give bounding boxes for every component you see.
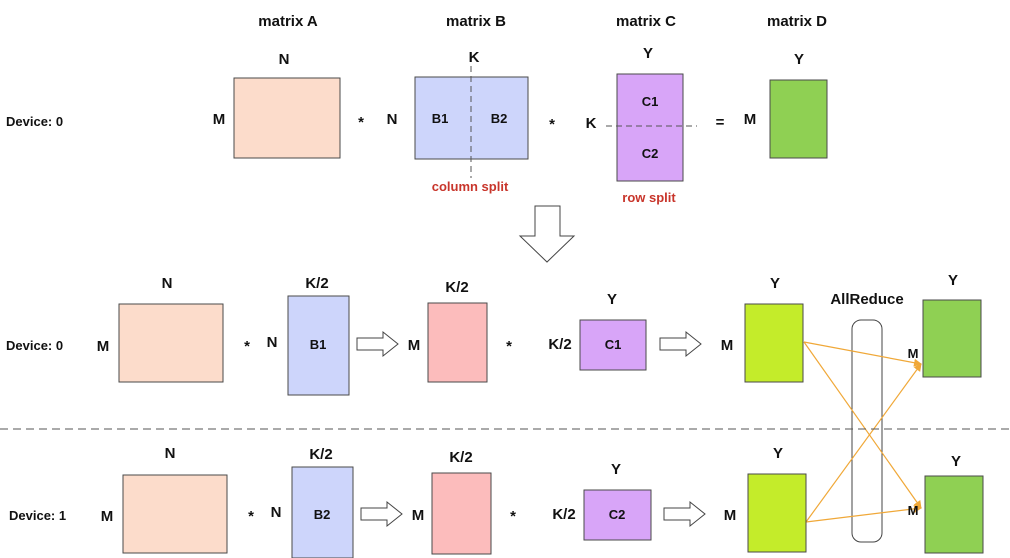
device-1-label: Device: 1 (9, 508, 66, 523)
d0-label-n-a: N (162, 275, 173, 292)
label-b1-top: B1 (432, 111, 449, 126)
d1-label-y-partial: Y (773, 445, 783, 462)
d0-right-arrow-1-icon (356, 330, 399, 358)
d1-label-n-b: N (271, 504, 282, 521)
label-m-d: M (744, 111, 757, 128)
d0-label-y-partial: Y (770, 275, 780, 292)
d0-label-m-out: M (908, 346, 919, 361)
matrix-d (769, 79, 828, 159)
allreduce-line-d0-to-d0 (803, 341, 922, 367)
d1-label-y-out: Y (951, 453, 961, 470)
d0-matrix-b1 (287, 295, 350, 396)
device-0-label-top: Device: 0 (6, 114, 63, 129)
d1-label-k2-b: K/2 (309, 446, 332, 463)
label-y-c: Y (643, 45, 653, 62)
d1-label-b2: B2 (314, 507, 331, 522)
d0-label-y-c: Y (607, 291, 617, 308)
d1-partial-ab (431, 472, 492, 555)
d0-partial-result (744, 303, 804, 383)
d1-output-d (924, 475, 984, 554)
row-split-label: row split (622, 190, 676, 205)
label-c1-top: C1 (642, 94, 659, 109)
d1-matrix-b2 (291, 466, 354, 558)
d1-label-m-a: M (101, 508, 114, 525)
allreduce-line-d1-to-d1 (805, 504, 922, 523)
d1-matrix-c2 (583, 489, 652, 541)
d1-right-arrow-2-icon (663, 500, 706, 528)
label-y-d: Y (794, 51, 804, 68)
label-m-a: M (213, 111, 226, 128)
column-split-label: column split (432, 179, 509, 194)
d1-right-arrow-1-icon (360, 500, 403, 528)
d1-multiply-2: * (510, 508, 516, 525)
d0-label-y-out: Y (948, 272, 958, 289)
title-matrix-b: matrix B (446, 13, 506, 30)
label-n-b: N (387, 111, 398, 128)
d0-label-k2-ab: K/2 (445, 279, 468, 296)
down-arrow-icon (518, 205, 576, 263)
title-matrix-d: matrix D (767, 13, 827, 30)
d0-label-c1: C1 (605, 337, 622, 352)
label-n-a: N (279, 51, 290, 68)
title-matrix-c: matrix C (616, 13, 676, 30)
title-matrix-a: matrix A (258, 13, 318, 30)
label-k-c: K (586, 115, 597, 132)
d0-multiply-1: * (244, 338, 250, 355)
d1-label-c2: C2 (609, 507, 626, 522)
matrix-c (616, 73, 684, 182)
d0-label-m-partial: M (721, 337, 734, 354)
d0-label-n-b: N (267, 334, 278, 351)
device-0-label: Device: 0 (6, 338, 63, 353)
label-b2-top: B2 (491, 111, 508, 126)
d0-multiply-2: * (506, 338, 512, 355)
d1-label-y-c: Y (611, 461, 621, 478)
label-c2-top: C2 (642, 146, 659, 161)
d1-partial-result (747, 473, 807, 553)
d0-label-k2-b: K/2 (305, 275, 328, 292)
d0-label-m-a: M (97, 338, 110, 355)
allreduce-label: AllReduce (830, 291, 903, 308)
d0-label-m-ab: M (408, 337, 421, 354)
d1-label-n-a: N (165, 445, 176, 462)
d0-right-arrow-2-icon (659, 330, 702, 358)
multiply-2: * (549, 116, 555, 133)
equals-sign: = (716, 114, 725, 131)
label-k-b: K (469, 49, 480, 66)
d0-output-d (922, 299, 982, 378)
multiply-1: * (358, 114, 364, 131)
allreduce-line-d0-to-d1 (803, 341, 922, 509)
d0-matrix-a (118, 303, 224, 383)
d0-label-k2-c: K/2 (548, 336, 571, 353)
d1-label-m-ab: M (412, 507, 425, 524)
d1-label-k2-ab: K/2 (449, 449, 472, 466)
d1-label-m-partial: M (724, 507, 737, 524)
d0-matrix-c1 (579, 319, 647, 371)
allreduce-line-d1-to-d0 (805, 363, 922, 523)
d1-matrix-a (122, 474, 228, 554)
d0-partial-ab (427, 302, 488, 383)
d1-label-m-out: M (908, 503, 919, 518)
d1-label-k2-c: K/2 (552, 506, 575, 523)
d0-label-b1: B1 (310, 337, 327, 352)
d1-multiply-1: * (248, 508, 254, 525)
matrix-a (233, 77, 341, 159)
